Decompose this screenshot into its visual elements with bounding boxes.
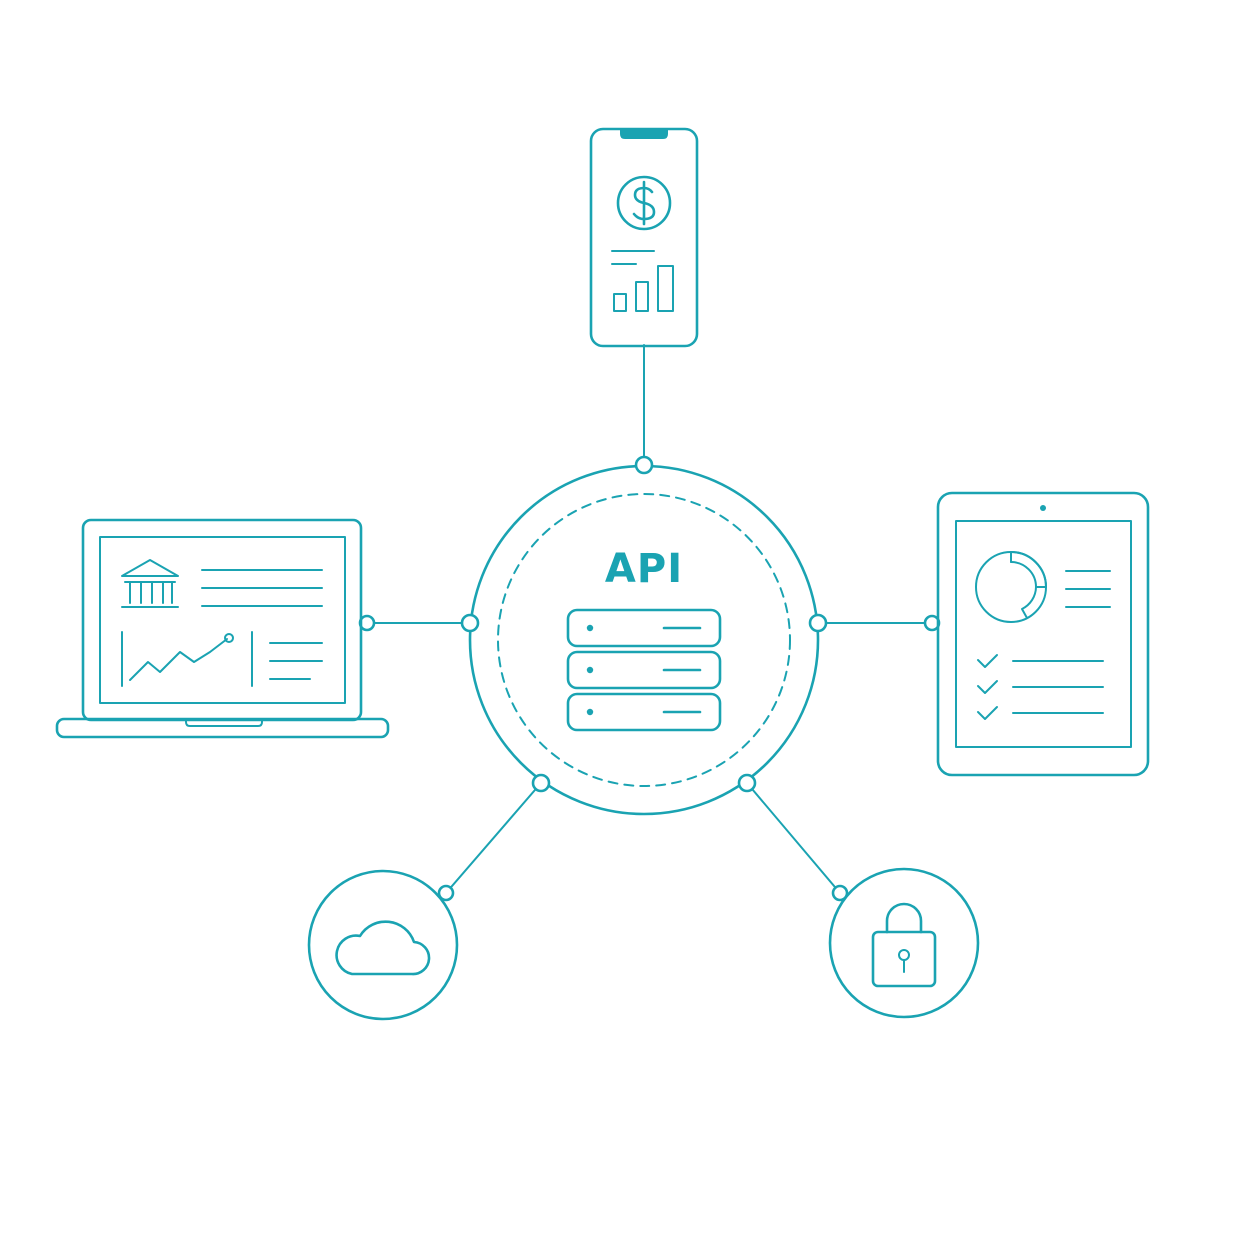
hub-outer-ring bbox=[468, 464, 820, 816]
smartphone-icon[interactable] bbox=[589, 127, 699, 348]
junction-dot bbox=[737, 773, 757, 793]
junction-dot bbox=[460, 613, 480, 633]
security-node[interactable] bbox=[828, 867, 980, 1019]
server-stack-icon bbox=[566, 608, 722, 732]
bar-chart-icon bbox=[613, 265, 674, 312]
checklist-icon bbox=[977, 654, 1104, 720]
junction-dots bbox=[358, 455, 941, 902]
junction-dot bbox=[808, 613, 828, 633]
bank-icon bbox=[121, 559, 179, 608]
connector-security bbox=[746, 782, 841, 894]
hub-inner-dashed-ring bbox=[497, 493, 791, 787]
dollar-coin-icon bbox=[616, 175, 672, 231]
tablet-icon[interactable] bbox=[936, 491, 1150, 777]
junction-dot bbox=[531, 773, 551, 793]
junction-dot bbox=[634, 455, 654, 475]
pie-chart-icon bbox=[975, 551, 1047, 623]
line-chart-icon bbox=[121, 631, 234, 687]
cloud-icon bbox=[335, 920, 431, 976]
junction-dot bbox=[437, 884, 455, 902]
api-hub[interactable]: API bbox=[468, 464, 820, 816]
junction-dot bbox=[831, 884, 849, 902]
padlock-icon bbox=[871, 902, 937, 988]
api-label: API bbox=[605, 546, 683, 592]
laptop-icon[interactable] bbox=[55, 518, 390, 739]
connector-cloud bbox=[445, 782, 542, 894]
connectors bbox=[366, 344, 933, 894]
cloud-node[interactable] bbox=[307, 869, 459, 1021]
